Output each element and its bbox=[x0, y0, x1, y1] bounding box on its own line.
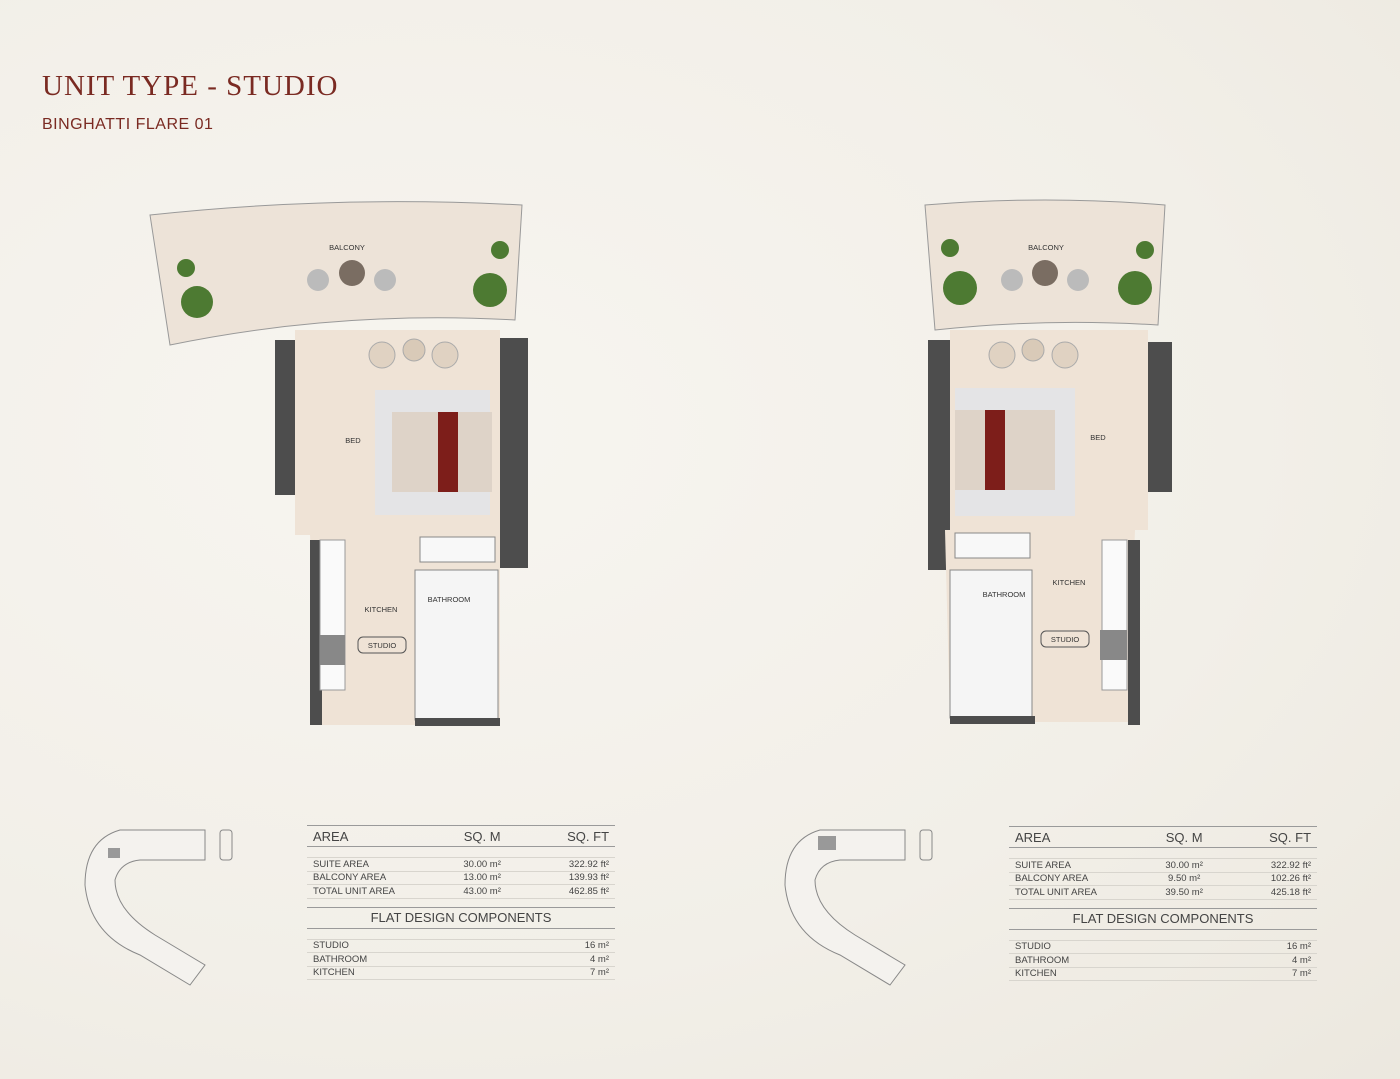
cell: SUITE AREA bbox=[313, 858, 369, 870]
wall bbox=[1128, 540, 1140, 725]
room-label-bathroom: BATHROOM bbox=[428, 595, 471, 604]
plant bbox=[491, 241, 509, 259]
cell: TOTAL UNIT AREA bbox=[313, 885, 396, 897]
col-header: SQ. FT bbox=[567, 828, 610, 844]
cell: 7 m² bbox=[1292, 968, 1311, 980]
cell: 322.92 ft² bbox=[568, 858, 610, 870]
col-header: AREA bbox=[313, 828, 349, 844]
cell: 4 m² bbox=[590, 953, 609, 965]
wardrobe bbox=[419, 536, 496, 563]
bed-throw bbox=[985, 410, 1005, 490]
room-label-balcony: BALCONY bbox=[1028, 243, 1064, 252]
wardrobe bbox=[954, 532, 1031, 559]
area-table-1: AREA SQ. M SQ. FT SUITE AREA 30.00 m² 322.92… bbox=[307, 825, 615, 980]
cell: 139.93 ft² bbox=[568, 872, 610, 884]
cell: BATHROOM bbox=[1015, 954, 1070, 966]
cell: TOTAL UNIT AREA bbox=[1015, 886, 1098, 898]
cell: BATHROOM bbox=[313, 953, 368, 965]
cell: 39.50 m² bbox=[1165, 886, 1203, 898]
floor-plan-1: BALCONY BED KITCHEN BATHROOM STUDIO bbox=[149, 201, 528, 726]
cell: 425.18 ft² bbox=[1270, 886, 1312, 898]
cell: 322.92 ft² bbox=[1270, 859, 1312, 871]
col-header: AREA bbox=[1015, 829, 1051, 845]
stove bbox=[320, 635, 345, 665]
table-row: TOTAL UNIT AREA 39.50 m² 425.18 ft² bbox=[1009, 886, 1317, 900]
col-header: SQ. M bbox=[463, 828, 501, 844]
room-label-kitchen: KITCHEN bbox=[365, 605, 398, 614]
wall bbox=[498, 338, 528, 568]
room-label-studio: STUDIO bbox=[368, 641, 397, 650]
area-table-2: AREA SQ. M SQ. FT SUITE AREA 30.00 m² 322.92… bbox=[1009, 826, 1317, 981]
room-label-balcony: BALCONY bbox=[329, 243, 365, 252]
plant bbox=[473, 273, 507, 307]
table-row: BATHROOM 4 m² bbox=[1009, 954, 1317, 968]
cell: 9.50 m² bbox=[1168, 873, 1201, 885]
table-row: BATHROOM 4 m² bbox=[307, 953, 615, 967]
table-row: STUDIO 16 m² bbox=[1009, 941, 1317, 954]
cell: KITCHEN bbox=[1015, 968, 1057, 980]
floor-plan-2: BALCONY BED KITCHEN BATHROOM STUDIO bbox=[924, 199, 1172, 725]
table-row: STUDIO 16 m² bbox=[307, 940, 615, 953]
cell: 7 m² bbox=[590, 967, 609, 979]
cell: 43.00 m² bbox=[463, 885, 501, 897]
chair bbox=[374, 269, 396, 291]
room-label-bed: BED bbox=[345, 436, 361, 445]
cell: KITCHEN bbox=[313, 967, 355, 979]
cell: 30.00 m² bbox=[463, 858, 501, 870]
room-label-kitchen: KITCHEN bbox=[1053, 578, 1086, 587]
table-row: KITCHEN 7 m² bbox=[307, 967, 615, 980]
chair bbox=[307, 269, 329, 291]
cell: 102.26 ft² bbox=[1270, 873, 1312, 885]
plant bbox=[177, 259, 195, 277]
cell: STUDIO bbox=[313, 940, 349, 952]
wall bbox=[310, 540, 322, 725]
room-label-bed: BED bbox=[1090, 433, 1106, 442]
components-title: FLAT DESIGN COMPONENTS bbox=[307, 906, 615, 929]
page-subtitle: BINGHATTI FLARE 01 bbox=[42, 116, 214, 133]
table-row: SUITE AREA 30.00 m² 322.92 ft² bbox=[307, 858, 615, 872]
table-row: KITCHEN 7 m² bbox=[1009, 968, 1317, 981]
col-header: SQ. M bbox=[1165, 829, 1203, 845]
bathroom-floor bbox=[949, 569, 1033, 719]
balcony-area bbox=[149, 201, 523, 346]
cell: BALCONY AREA bbox=[1015, 873, 1089, 885]
cell: SUITE AREA bbox=[1015, 859, 1071, 871]
table-row: SUITE AREA 30.00 m² 322.92 ft² bbox=[1009, 859, 1317, 873]
cell: 4 m² bbox=[1292, 954, 1311, 966]
cell: 16 m² bbox=[584, 940, 609, 952]
cell: 30.00 m² bbox=[1165, 859, 1203, 871]
cell: 462.85 ft² bbox=[568, 885, 610, 897]
cell: 16 m² bbox=[1286, 941, 1311, 953]
stove bbox=[1100, 630, 1127, 660]
plant bbox=[181, 286, 213, 318]
table-row: BALCONY AREA 9.50 m² 102.26 ft² bbox=[1009, 873, 1317, 886]
table-row: TOTAL UNIT AREA 43.00 m² 462.85 ft² bbox=[307, 885, 615, 899]
table-row: BALCONY AREA 13.00 m² 139.93 ft² bbox=[307, 872, 615, 885]
room-label-studio: STUDIO bbox=[1051, 635, 1080, 644]
page-title: UNIT TYPE - STUDIO bbox=[42, 70, 339, 102]
components-title: FLAT DESIGN COMPONENTS bbox=[1009, 907, 1317, 930]
key-plan-2 bbox=[784, 829, 933, 986]
cell: 13.00 m² bbox=[463, 872, 501, 884]
room-label-bathroom: BATHROOM bbox=[983, 590, 1026, 599]
wall bbox=[275, 340, 297, 495]
bed-throw bbox=[438, 412, 458, 492]
bathroom-floor bbox=[414, 569, 499, 721]
cell: BALCONY AREA bbox=[313, 872, 387, 884]
col-header: SQ. FT bbox=[1269, 829, 1312, 845]
table bbox=[339, 260, 365, 286]
wall bbox=[1148, 342, 1172, 492]
cell: STUDIO bbox=[1015, 941, 1051, 953]
key-plan-1 bbox=[84, 829, 233, 986]
